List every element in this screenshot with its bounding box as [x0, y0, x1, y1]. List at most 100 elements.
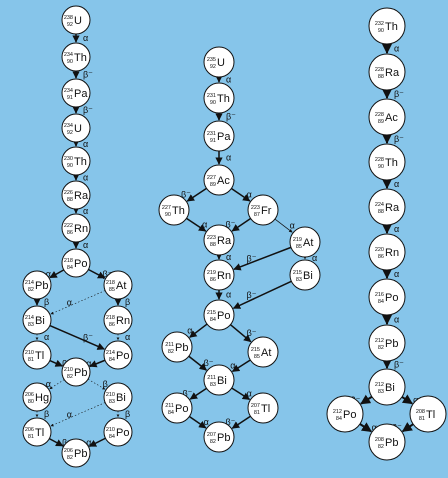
decay-label: α — [83, 240, 88, 250]
decay-label: β⁻ — [83, 105, 93, 115]
nuclide-circle — [61, 146, 91, 176]
mass-number: 228 — [375, 157, 384, 163]
mass-number: 215 — [251, 347, 260, 353]
element-symbol: Bi — [116, 392, 126, 404]
atomic-number: 84 — [168, 410, 174, 416]
element-symbol: Ra — [385, 67, 400, 79]
decay-label: α — [226, 75, 231, 85]
mass-number: 218 — [106, 280, 115, 286]
nuclide-circle — [22, 382, 52, 412]
element-symbol: Th — [172, 205, 185, 217]
nuclide-circle — [368, 278, 406, 316]
decay-label: β⁻ — [83, 332, 93, 342]
decay-label: β — [44, 297, 49, 307]
nuclide-circle — [289, 226, 321, 258]
atomic-number: 82 — [28, 287, 34, 293]
mass-number: 220 — [375, 247, 384, 253]
nuclide-circle — [368, 368, 406, 406]
element-symbol: Tl — [261, 403, 270, 415]
decay-label: β⁻ — [394, 134, 404, 144]
decay-label: α — [394, 269, 399, 279]
nuclide-circle — [103, 340, 133, 370]
atomic-number: 84 — [336, 416, 342, 422]
decay-label: α — [394, 315, 399, 325]
nuclide-circle — [22, 270, 52, 300]
mass-number: 207 — [251, 403, 260, 409]
mass-number: 218 — [106, 315, 115, 321]
decay-label: α — [86, 437, 91, 447]
mass-number: 222 — [64, 223, 73, 229]
nuclide-circle — [22, 305, 52, 335]
nuclide-circle — [247, 194, 279, 226]
mass-number: 210 — [106, 427, 115, 433]
decay-label: β⁻ — [394, 360, 404, 370]
nuclide-circle — [368, 98, 406, 136]
nuclide-circle — [61, 113, 91, 143]
atomic-number: 84 — [109, 434, 115, 440]
atomic-number: 84 — [67, 265, 73, 271]
atomic-number: 82 — [378, 345, 384, 351]
element-symbol: Th — [385, 157, 398, 169]
decay-arrow-Tl210-Pb210 — [49, 359, 63, 367]
element-symbol: Pb — [385, 338, 398, 350]
mass-number: 235 — [207, 57, 216, 63]
nuclide-circle — [289, 259, 321, 291]
nuclide-circle — [203, 259, 235, 291]
decay-label: α — [83, 33, 88, 43]
element-symbol: Po — [343, 409, 356, 421]
mass-number: 234 — [64, 123, 73, 129]
mass-number: 212 — [375, 338, 384, 344]
element-symbol: Po — [116, 427, 129, 439]
decay-arrow-Ac227-Fr223 — [230, 187, 251, 202]
element-symbol: Pb — [74, 448, 87, 460]
element-symbol: Pa — [74, 88, 88, 100]
atomic-number: 81 — [419, 416, 425, 422]
decay-arrow-Bi214-Po214 — [49, 324, 105, 350]
element-symbol: Bi — [303, 270, 313, 282]
atomic-number: 88 — [378, 209, 384, 215]
decay-arrow-Po215-At215 — [229, 324, 252, 343]
decay-arrow-Tl208-Pb208 — [401, 422, 414, 433]
decay-label: α — [394, 179, 399, 189]
decay-label: α — [226, 290, 231, 300]
decay-label: α — [83, 173, 88, 183]
mass-number: 212 — [375, 382, 384, 388]
atomic-number: 81 — [254, 410, 260, 416]
decay-label: β⁻ — [83, 70, 93, 80]
element-symbol: Ra — [385, 202, 400, 214]
decay-label: α — [394, 44, 399, 54]
atomic-number: 83 — [296, 277, 302, 283]
decay-arrow-At215-Bi211 — [231, 359, 251, 373]
mass-number: 215 — [207, 310, 216, 316]
mass-number: 228 — [375, 112, 384, 118]
nuclide-circle — [61, 180, 91, 210]
nuclide-circle — [22, 340, 52, 370]
atomic-number: 86 — [109, 322, 115, 328]
mass-number: 227 — [162, 205, 171, 211]
decay-label: α — [247, 190, 252, 200]
decay-arrow-Po215-Pb211 — [189, 323, 208, 338]
decay-arrow-Fr223-At219 — [274, 218, 293, 233]
decay-label: β⁻ — [225, 417, 235, 427]
